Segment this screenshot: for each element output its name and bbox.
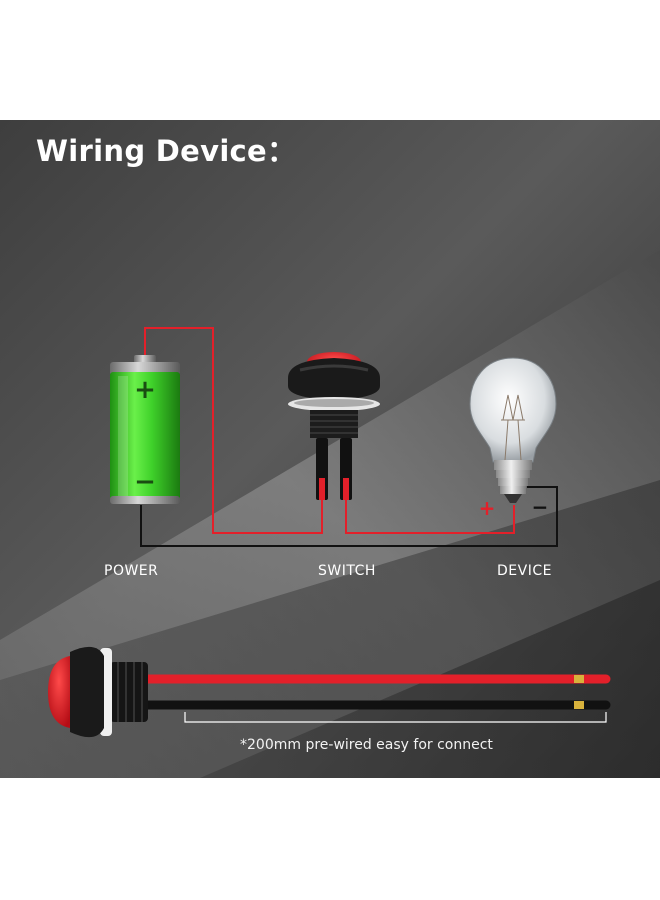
red-wire-battery-to-switch: [144, 327, 323, 534]
page-title: Wiring Device：: [36, 134, 297, 168]
device-plus-sign: +: [479, 496, 496, 520]
push-button-switch: [288, 352, 380, 500]
label-device: DEVICE: [497, 563, 552, 579]
battery-plus-sign: +: [134, 375, 156, 405]
label-power: POWER: [104, 563, 159, 579]
label-switch: SWITCH: [318, 563, 376, 579]
circuit-wires: [140, 327, 558, 547]
device-minus-sign: −: [532, 495, 549, 519]
footnote-prewired: *200mm pre-wired easy for connect: [240, 737, 493, 753]
battery-minus-sign: −: [134, 467, 156, 497]
battery: [110, 355, 180, 504]
red-wire-switch-to-device: [345, 500, 515, 534]
light-bulb: [469, 357, 557, 503]
black-wire-battery-to-device: [140, 486, 558, 547]
length-bracket: [184, 712, 607, 723]
prewired-switch-side-view: [48, 646, 611, 738]
